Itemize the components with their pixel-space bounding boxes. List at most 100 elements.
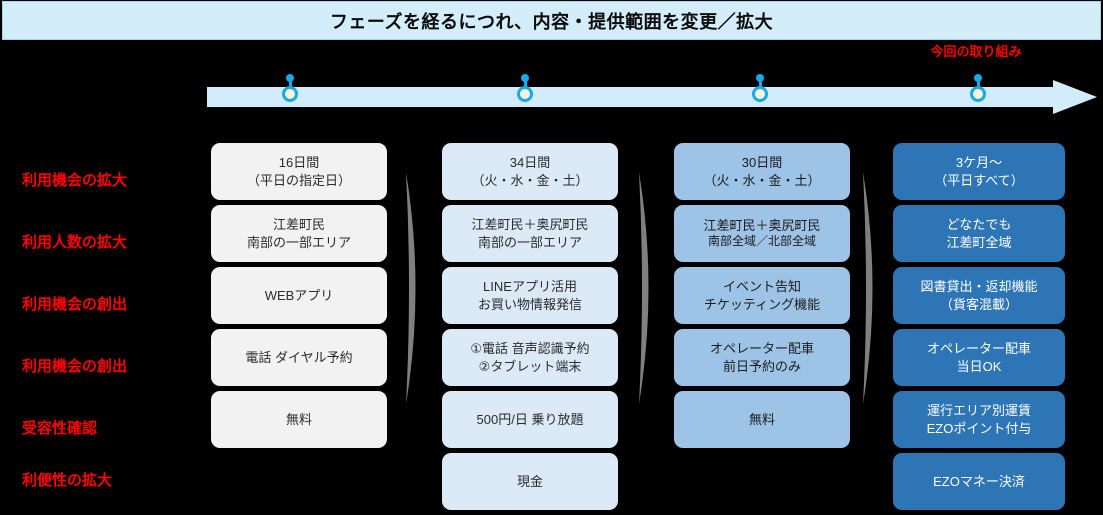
card-phase2-row1[interactable]: 34日間（火・水・金・土） <box>442 143 618 200</box>
row-label-3: 利用機会の創出 <box>22 296 128 313</box>
card-text: WEBアプリ <box>217 287 381 304</box>
marker-ring-icon <box>282 86 298 102</box>
marker-stem-icon <box>288 80 292 88</box>
timeline-arrowhead-icon <box>1053 80 1097 114</box>
card-line: （貨客混載） <box>939 296 1018 312</box>
card-phase3-row2[interactable]: 江差町民＋奥尻町民南部全域／北部全域 <box>674 205 850 262</box>
card-line: 江差町民 <box>272 217 325 233</box>
card-text: どなたでも江差町全域 <box>899 216 1059 250</box>
timeline-band <box>207 87 1055 107</box>
marker-ring-icon <box>752 86 768 102</box>
card-line: 34日間 <box>509 155 551 171</box>
card-phase4-row6[interactable]: EZOマネー決済 <box>893 453 1065 510</box>
card-line: 無料 <box>748 411 775 427</box>
phase-connector-1 <box>402 172 428 404</box>
card-line: 南部の一部エリア <box>246 234 351 250</box>
card-phase2-row2[interactable]: 江差町民＋奥尻町民南部の一部エリア <box>442 205 618 262</box>
card-line: 南部全域／北部全域 <box>707 234 816 249</box>
card-phase4-row2[interactable]: どなたでも江差町全域 <box>893 205 1065 262</box>
card-text: 16日間（平日の指定日） <box>217 154 381 188</box>
marker-dot-icon <box>756 74 764 82</box>
phase-marker-4 <box>968 74 988 107</box>
card-line: （火・水・金・土） <box>471 172 589 188</box>
card-text: イベント告知チケッティング機能 <box>680 278 844 312</box>
card-text: 無料 <box>217 411 381 428</box>
phase-marker-1 <box>280 74 300 107</box>
card-line: ②タブレット端末 <box>478 358 582 374</box>
phase-connector-2 <box>635 172 661 404</box>
marker-stem-icon <box>523 80 527 88</box>
current-initiative-callout: 今回の取り組み <box>930 44 1022 59</box>
row-label-4: 利用機会の創出 <box>22 358 128 375</box>
card-phase3-row4[interactable]: オペレーター配車前日予約のみ <box>674 329 850 386</box>
card-phase1-row1[interactable]: 16日間（平日の指定日） <box>211 143 387 200</box>
marker-stem-icon <box>976 80 980 88</box>
row-label-5: 受容性確認 <box>22 420 98 437</box>
card-line: イベント告知 <box>722 279 801 295</box>
card-phase3-row3[interactable]: イベント告知チケッティング機能 <box>674 267 850 324</box>
card-line: EZOポイント付与 <box>926 420 1032 436</box>
card-text: 500円/日 乗り放題 <box>448 411 612 428</box>
card-text: 江差町民＋奥尻町民南部全域／北部全域 <box>680 217 844 250</box>
card-line: EZOマネー決済 <box>933 473 1025 489</box>
card-line: 500円/日 乗り放題 <box>476 411 584 427</box>
page-title: フェーズを経るにつれ、内容・提供範囲を変更／拡大 <box>329 11 774 32</box>
row-label-1: 利用機会の拡大 <box>22 172 128 189</box>
card-phase1-row3[interactable]: WEBアプリ <box>211 267 387 324</box>
card-text: 図書貸出・返却機能（貨客混載） <box>899 278 1059 312</box>
row-label-2: 利用人数の拡大 <box>22 234 128 251</box>
card-line: 当日OK <box>956 358 1002 374</box>
card-phase3-row5[interactable]: 無料 <box>674 391 850 448</box>
card-text: オペレーター配車当日OK <box>899 340 1059 374</box>
phase-marker-2 <box>515 74 535 107</box>
phase-timeline <box>207 74 1097 114</box>
card-line: 南部の一部エリア <box>477 234 582 250</box>
card-line: どなたでも <box>946 217 1012 233</box>
card-phase1-row2[interactable]: 江差町民南部の一部エリア <box>211 205 387 262</box>
card-line: LINEアプリ活用 <box>483 279 577 295</box>
card-phase3-row1[interactable]: 30日間（火・水・金・土） <box>674 143 850 200</box>
card-phase2-row5[interactable]: 500円/日 乗り放題 <box>442 391 618 448</box>
card-line: 江差町民＋奥尻町民 <box>703 218 821 233</box>
card-line: 無料 <box>285 411 312 427</box>
phase-marker-3 <box>750 74 770 107</box>
card-line: 運行エリア別運賃 <box>926 403 1031 419</box>
card-text: 電話 ダイヤル予約 <box>217 349 381 366</box>
card-line: 電話 ダイヤル予約 <box>245 349 353 365</box>
card-text: 3ケ月〜（平日すべて） <box>899 154 1059 188</box>
card-phase1-row4[interactable]: 電話 ダイヤル予約 <box>211 329 387 386</box>
marker-dot-icon <box>521 74 529 82</box>
card-line: 3ケ月〜 <box>955 155 1003 171</box>
card-phase4-row1[interactable]: 3ケ月〜（平日すべて） <box>893 143 1065 200</box>
card-line: （平日すべて） <box>934 172 1024 188</box>
marker-stem-icon <box>758 80 762 88</box>
marker-dot-icon <box>286 74 294 82</box>
card-line: WEBアプリ <box>264 287 334 303</box>
card-phase4-row4[interactable]: オペレーター配車当日OK <box>893 329 1065 386</box>
card-line: チケッティング機能 <box>703 296 821 312</box>
marker-ring-icon <box>517 86 533 102</box>
card-phase2-row3[interactable]: LINEアプリ活用お買い物情報発信 <box>442 267 618 324</box>
card-line: 30日間 <box>741 155 783 171</box>
row-label-6: 利便性の拡大 <box>22 472 113 489</box>
card-text: 江差町民南部の一部エリア <box>217 216 381 250</box>
card-line: （火・水・金・土） <box>703 172 821 188</box>
card-line: お買い物情報発信 <box>477 296 582 312</box>
card-phase4-row3[interactable]: 図書貸出・返却機能（貨客混載） <box>893 267 1065 324</box>
card-phase2-row6[interactable]: 現金 <box>442 453 618 510</box>
title-banner: フェーズを経るにつれ、内容・提供範囲を変更／拡大 <box>2 1 1101 40</box>
card-line: （平日の指定日） <box>246 172 351 188</box>
card-text: LINEアプリ活用お買い物情報発信 <box>448 278 612 312</box>
card-line: 前日予約のみ <box>722 358 801 374</box>
card-line: オペレーター配車 <box>926 341 1031 357</box>
card-line: 16日間 <box>278 155 320 171</box>
marker-dot-icon <box>974 74 982 82</box>
card-text: 30日間（火・水・金・土） <box>680 154 844 188</box>
card-text: EZOマネー決済 <box>899 473 1059 490</box>
card-phase1-row5[interactable]: 無料 <box>211 391 387 448</box>
